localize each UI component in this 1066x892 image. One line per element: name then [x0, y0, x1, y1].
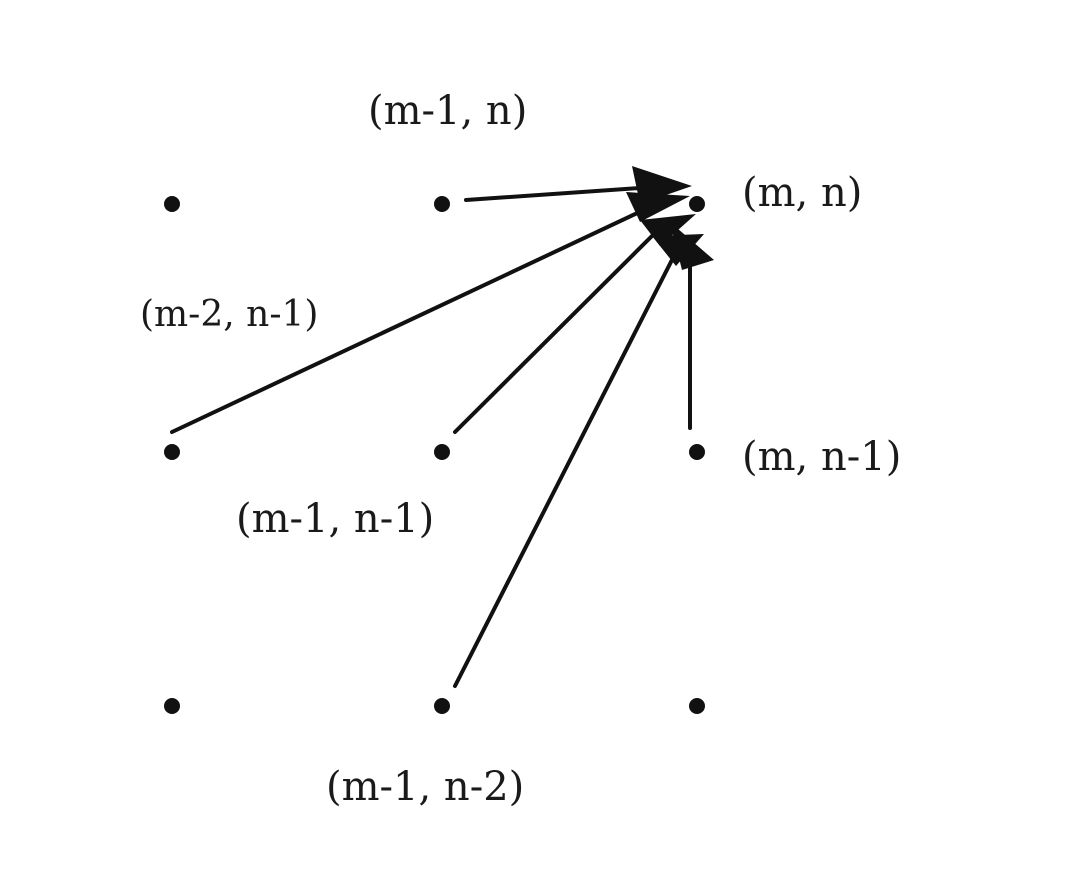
label-m-2-n-1: (m-2, n-1) [140, 294, 318, 335]
grid-point-r3c3 [689, 698, 705, 714]
grid-point-r2c2 [434, 444, 450, 460]
label-m-1-n-2: (m-1, n-2) [326, 764, 524, 810]
label-m-1-n-1: (m-1, n-1) [236, 496, 434, 542]
grid-point-r1c1 [164, 196, 180, 212]
edge-from-m-1-n [464, 186, 642, 202]
label-m-n-1: (m, n-1) [742, 434, 901, 480]
arrowhead-from-m-2-n-1 [626, 192, 690, 222]
grid-point-r3c2 [434, 698, 450, 714]
label-m-1-n: (m-1, n) [368, 88, 527, 134]
grid-point-r1c3 [689, 196, 705, 212]
grid-point-r1c2 [434, 196, 450, 212]
grid-point-r2c3 [689, 444, 705, 460]
arrowhead-from-m-n-1 [670, 222, 714, 270]
edge-from-m-2-n-1 [170, 206, 650, 434]
label-m-n: (m, n) [742, 170, 862, 216]
edge-from-m-1-n-1 [453, 226, 662, 434]
grid-point-r2c1 [164, 444, 180, 460]
grid-point-r3c1 [164, 698, 180, 714]
edge-from-m-1-n-2 [453, 250, 678, 688]
